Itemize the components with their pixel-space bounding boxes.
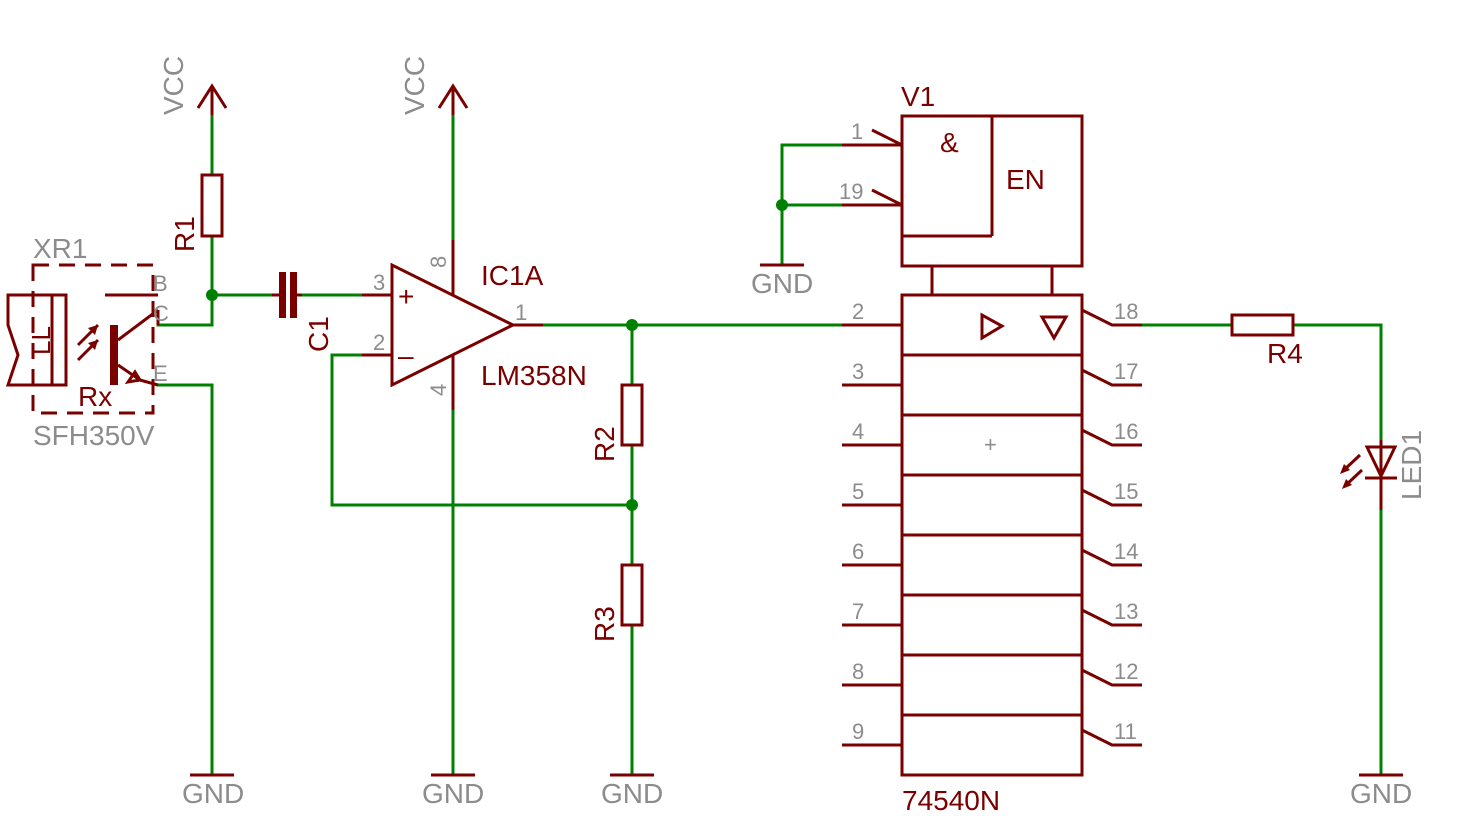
sensor-xr1: LL B C E XR1 Rx SFH350V (5, 233, 169, 451)
input-pins: 2 3 4 5 6 7 8 9 (842, 299, 902, 747)
pin-2-label: 2 (373, 330, 385, 355)
r1-label: R1 (169, 216, 200, 252)
gate-name: V1 (901, 81, 935, 112)
pin-3-label: 3 (373, 270, 385, 295)
minus-sign: – (398, 340, 414, 371)
pin-8-label: 8 (426, 256, 451, 268)
output-pin-label: 11 (1114, 719, 1137, 744)
pin-label-b: B (153, 271, 168, 296)
r4-label: R4 (1267, 338, 1303, 369)
connector-glyph: LL (26, 326, 56, 355)
pin-1-label: 1 (515, 300, 527, 325)
output-pin-label: 18 (1114, 299, 1138, 324)
wires (156, 113, 1383, 777)
output-pin-label: 13 (1114, 599, 1138, 624)
input-pin-label: 2 (852, 299, 864, 324)
sensor-part: SFH350V (33, 420, 155, 451)
gnd-label: GND (1350, 778, 1412, 809)
buffer-part: 74540N (902, 785, 1000, 816)
vcc-label: VCC (399, 56, 430, 115)
junction-dot (776, 199, 788, 211)
output-pin-label: 12 (1114, 659, 1138, 684)
input-pin-label: 9 (852, 719, 864, 744)
plus-sign: + (398, 281, 414, 312)
en-label: EN (1006, 164, 1045, 195)
resistor-r4: R4 (1230, 313, 1303, 369)
gnd-label: GND (601, 778, 663, 809)
vcc-label: VCC (158, 56, 189, 115)
opamp-name: IC1A (481, 260, 544, 291)
enable-pin-19: 19 (839, 179, 863, 204)
capacitor-c1: C1 (272, 272, 334, 352)
input-pin-label: 4 (852, 419, 864, 444)
gnd-label: GND (182, 778, 244, 809)
pin-label-e: E (153, 361, 168, 386)
center-mark: + (984, 432, 997, 457)
input-pin-label: 3 (852, 359, 864, 384)
junction-dot (626, 499, 638, 511)
junctions (206, 199, 788, 511)
gnd-label: GND (751, 268, 813, 299)
opamp-ic1a: + – 3 2 1 8 4 IC1A LM358N (362, 240, 587, 410)
output-pin-label: 14 (1114, 539, 1138, 564)
enable-pin-1: 1 (851, 119, 863, 144)
input-pin-label: 7 (852, 599, 864, 624)
input-pin-label: 8 (852, 659, 864, 684)
vcc-symbol-2: VCC (399, 56, 469, 115)
c1-label: C1 (303, 316, 334, 352)
gnd-symbols: GND GND GND GND GND (182, 263, 1412, 809)
led-led1: LED1 (1340, 430, 1427, 510)
vcc-symbol-1: VCC (158, 56, 228, 115)
resistor-r1: R1 (169, 173, 224, 252)
output-pins: 18 17 16 15 14 13 12 11 (1081, 299, 1142, 747)
transistor-name: Rx (78, 381, 112, 412)
junction-dot (206, 289, 218, 301)
output-pin-label: 17 (1114, 359, 1138, 384)
input-pin-label: 6 (852, 539, 864, 564)
junction-dot (626, 319, 638, 331)
pin-label-c: C (153, 301, 169, 326)
connector-name: XR1 (33, 233, 87, 264)
pin-4-label: 4 (426, 384, 451, 396)
output-pin-label: 16 (1114, 419, 1138, 444)
output-pin-label: 15 (1114, 479, 1138, 504)
and-label: & (940, 127, 959, 158)
r3-label: R3 (589, 606, 620, 642)
input-pin-label: 5 (852, 479, 864, 504)
led-label: LED1 (1396, 430, 1427, 500)
gnd-label: GND (422, 778, 484, 809)
opamp-part: LM358N (481, 360, 587, 391)
resistor-r2: R2 (589, 383, 644, 462)
resistor-r3: R3 (589, 563, 644, 642)
buffer-74540n: V1 & EN 1 19 + (839, 81, 1142, 816)
r2-label: R2 (589, 426, 620, 462)
